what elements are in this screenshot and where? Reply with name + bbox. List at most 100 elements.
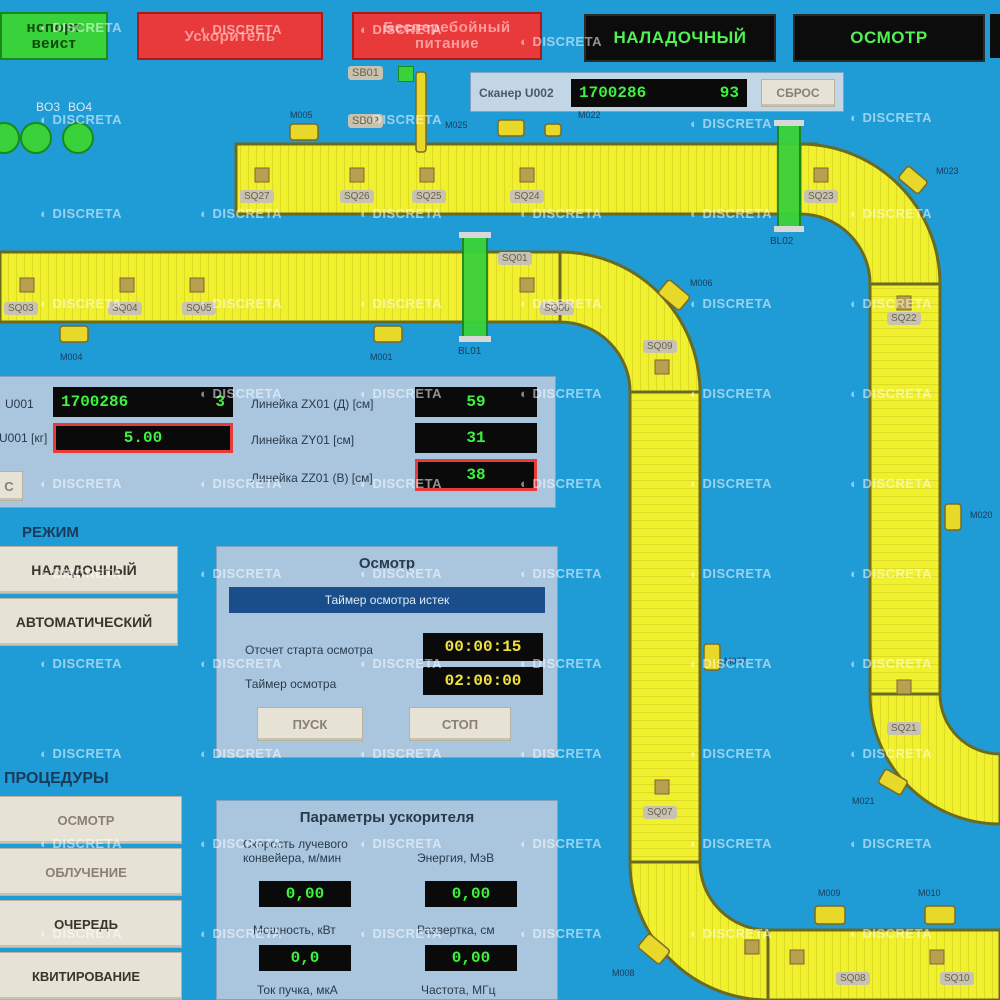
tag-m008: M008	[612, 968, 635, 978]
sensor-sq26: SQ26	[340, 190, 374, 203]
watermark: DISCRETA	[690, 566, 772, 581]
barrier-bl01-label: BL01	[458, 346, 482, 357]
sensor-sq22: SQ22	[887, 312, 921, 325]
watermark: DISCRETA	[850, 296, 932, 311]
sensor-sq09: SQ09	[643, 340, 677, 353]
mode-title: РЕЖИМ	[22, 524, 79, 541]
mode-auto-button[interactable]: АВТОМАТИЧЕСКИЙ	[0, 598, 178, 646]
watermark: DISCRETA	[360, 22, 442, 37]
watermark: DISCRETA	[520, 296, 602, 311]
watermark: DISCRETA	[40, 476, 122, 491]
watermark: DISCRETA	[360, 476, 442, 491]
watermark: DISCRETA	[690, 476, 772, 491]
watermark: DISCRETA	[360, 206, 442, 221]
accelerator-freq-label: Частота, МГц	[421, 983, 496, 997]
watermark: DISCRETA	[520, 34, 602, 49]
watermark: DISCRETA	[850, 206, 932, 221]
u001-code: 1700286	[61, 393, 129, 411]
watermark: DISCRETA	[40, 20, 122, 35]
watermark: DISCRETA	[690, 836, 772, 851]
watermark: DISCRETA	[200, 746, 282, 761]
inspection-timer-banner: Таймер осмотра истек	[229, 587, 545, 613]
middle-curve	[558, 250, 702, 394]
accelerator-current-label: Ток пучка, мкА	[257, 983, 338, 997]
inspection-timer-display: 02:00:00	[423, 667, 543, 695]
accelerator-energy-display: 0,00	[425, 881, 517, 907]
watermark: DISCRETA	[40, 112, 122, 127]
watermark: DISCRETA	[520, 386, 602, 401]
led-bo3	[20, 122, 52, 154]
procedure-ack-button[interactable]: КВИТИРОВАНИЕ	[0, 952, 182, 1000]
watermark: DISCRETA	[850, 566, 932, 581]
zy-label: Линейка ZY01 [см]	[251, 433, 355, 447]
sensor-sq10: SQ10	[940, 972, 974, 985]
watermark: DISCRETA	[360, 296, 442, 311]
scanner-label: Сканер U002	[479, 86, 554, 100]
watermark: DISCRETA	[360, 566, 442, 581]
watermark: DISCRETA	[850, 476, 932, 491]
watermark: DISCRETA	[200, 476, 282, 491]
watermark: DISCRETA	[690, 116, 772, 131]
accelerator-scan-display: 0,00	[425, 945, 517, 971]
inspection-stop-button[interactable]: СТОП	[409, 707, 511, 741]
sensor-sq21: SQ21	[887, 722, 921, 735]
watermark: DISCRETA	[200, 836, 282, 851]
watermark: DISCRETA	[850, 656, 932, 671]
watermark: DISCRETA	[690, 386, 772, 401]
watermark: DISCRETA	[520, 656, 602, 671]
watermark: DISCRETA	[520, 926, 602, 941]
sb01-button[interactable]: SB01	[348, 66, 383, 80]
watermark: DISCRETA	[690, 206, 772, 221]
accelerator-title: Параметры ускорителя	[299, 809, 475, 826]
scanner-display: 1700286 93	[571, 79, 747, 107]
scanner-reset-button[interactable]: СБРОС	[761, 79, 835, 107]
accelerator-energy-label: Энергия, МэВ	[417, 851, 495, 865]
inspection-start-button[interactable]: ПУСК	[257, 707, 363, 741]
watermark: DISCRETA	[40, 566, 122, 581]
watermark: DISCRETA	[40, 836, 122, 851]
watermark: DISCRETA	[200, 926, 282, 941]
watermark: DISCRETA	[690, 746, 772, 761]
watermark: DISCRETA	[360, 656, 442, 671]
accelerator-panel: Параметры ускорителя Скорость лучевого к…	[216, 800, 558, 1000]
sensor-sq25: SQ25	[412, 190, 446, 203]
sensor-sq27: SQ27	[240, 190, 274, 203]
sensor-sq03: SQ03	[4, 302, 38, 315]
tag-m001: M001	[370, 352, 393, 362]
procedures-title: ПРОЦЕДУРЫ	[4, 770, 109, 787]
tag-m004: M004	[60, 352, 83, 362]
inspection-start-label: Отсчет старта осмотра	[245, 643, 373, 657]
tag-m025: M025	[445, 120, 468, 130]
watermark: DISCRETA	[520, 566, 602, 581]
mode-setup-indicator: НАЛАДОЧНЫЙ	[584, 14, 776, 62]
watermark: DISCRETA	[200, 296, 282, 311]
watermark: DISCRETA	[690, 296, 772, 311]
watermark: DISCRETA	[850, 746, 932, 761]
watermark: DISCRETA	[40, 296, 122, 311]
watermark: DISCRETA	[520, 746, 602, 761]
tag-m006: M006	[690, 278, 713, 288]
watermark: DISCRETA	[520, 206, 602, 221]
tag-m020: M020	[970, 510, 993, 520]
watermark: DISCRETA	[850, 926, 932, 941]
procedure-irradiation-button[interactable]: ОБЛУЧЕНИЕ	[0, 848, 182, 896]
sensor-sq23: SQ23	[804, 190, 838, 203]
watermark: DISCRETA	[850, 386, 932, 401]
accelerator-speed-display: 0,00	[259, 881, 351, 907]
watermark: DISCRETA	[40, 926, 122, 941]
procedure-inspect-button[interactable]: ОСМОТР	[0, 796, 182, 844]
sensor-sq24: SQ24	[510, 190, 544, 203]
watermark: DISCRETA	[200, 656, 282, 671]
watermark: DISCRETA	[360, 112, 442, 127]
sensor-sq07: SQ07	[643, 806, 677, 819]
watermark: DISCRETA	[40, 656, 122, 671]
watermark: DISCRETA	[690, 926, 772, 941]
tag-m023: M023	[936, 166, 959, 176]
measure-small-button[interactable]: С	[0, 471, 23, 501]
sb01-led	[398, 66, 414, 82]
inspection-panel: Осмотр Таймер осмотра истек Отсчет старт…	[216, 546, 558, 758]
led-bo4	[62, 122, 94, 154]
barrier-bl02-label: BL02	[770, 236, 794, 247]
accelerator-power-display: 0,0	[259, 945, 351, 971]
watermark: DISCRETA	[360, 386, 442, 401]
